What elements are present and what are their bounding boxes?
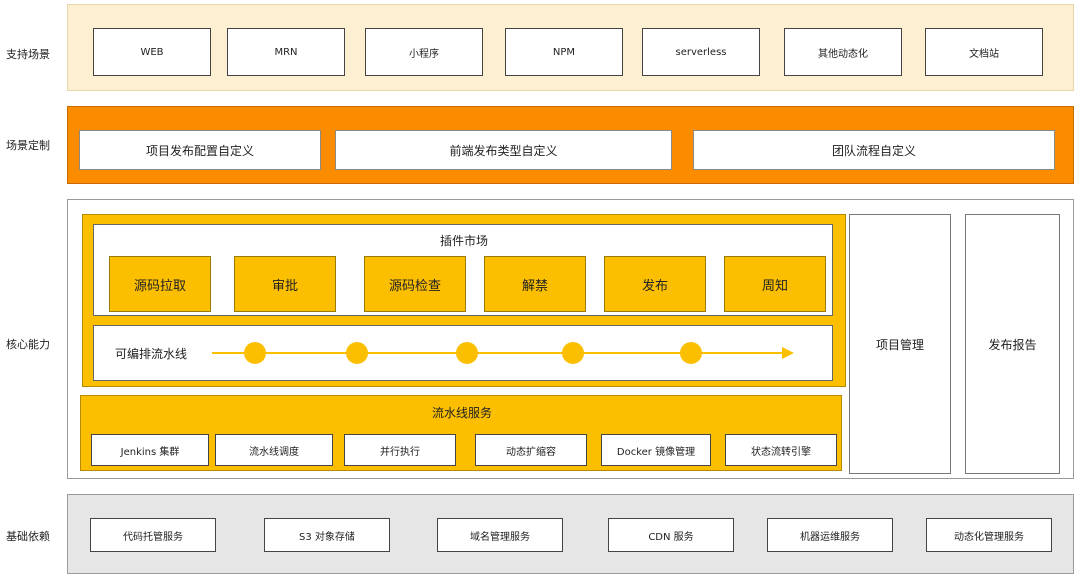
release-report: 发布报告 <box>965 214 1060 474</box>
pipeline-service: 流水线服务 Jenkins 集群 流水线调度 并行执行 动态扩缩容 Docker… <box>80 395 842 471</box>
plugin-approval: 审批 <box>234 256 336 312</box>
infra-s3-storage: S3 对象存储 <box>264 518 390 552</box>
row-label-scenarios: 支持场景 <box>6 48 50 61</box>
pipeline-service-title: 流水线服务 <box>431 406 492 420</box>
custom-project-release-config: 项目发布配置自定义 <box>79 130 321 170</box>
pipeline-arrow-line <box>212 352 782 354</box>
pipeline-node-5 <box>680 342 702 364</box>
row-label-customization: 场景定制 <box>6 139 50 152</box>
infra-code-hosting: 代码托管服务 <box>90 518 216 552</box>
plugin-market: 插件市场 源码拉取 审批 源码检查 解禁 发布 周知 <box>93 224 833 316</box>
scenario-serverless: serverless <box>642 28 760 76</box>
plugin-pipeline-group: 插件市场 源码拉取 审批 源码检查 解禁 发布 周知 可编排流水线 <box>82 214 846 387</box>
pipeline-node-4 <box>562 342 584 364</box>
scenario-other-dynamic: 其他动态化 <box>784 28 902 76</box>
scenario-docs-site: 文档站 <box>925 28 1043 76</box>
custom-team-process: 团队流程自定义 <box>693 130 1055 170</box>
service-state-engine: 状态流转引擎 <box>725 434 837 466</box>
service-pipeline-scheduling: 流水线调度 <box>215 434 333 466</box>
infra-cdn: CDN 服务 <box>608 518 734 552</box>
row-label-infrastructure: 基础依赖 <box>6 530 50 543</box>
pipeline-label: 可编排流水线 <box>115 347 188 361</box>
plugin-source-check: 源码检查 <box>364 256 466 312</box>
infra-domain-management: 域名管理服务 <box>437 518 563 552</box>
pipeline-node-3 <box>456 342 478 364</box>
pipeline-arrow-head <box>782 347 794 359</box>
plugin-unban: 解禁 <box>484 256 586 312</box>
service-jenkins-cluster: Jenkins 集群 <box>91 434 209 466</box>
row-label-core: 核心能力 <box>6 338 50 351</box>
infrastructure-panel: 代码托管服务 S3 对象存储 域名管理服务 CDN 服务 机器运维服务 动态化管… <box>67 494 1074 574</box>
custom-frontend-release-type: 前端发布类型自定义 <box>335 130 672 170</box>
plugin-source-pull: 源码拉取 <box>109 256 211 312</box>
customization-panel: 项目发布配置自定义 前端发布类型自定义 团队流程自定义 <box>67 106 1074 184</box>
plugin-market-title: 插件市场 <box>439 234 488 248</box>
orchestrable-pipeline: 可编排流水线 <box>93 325 833 381</box>
service-autoscaling: 动态扩缩容 <box>475 434 587 466</box>
scenario-mini-program: 小程序 <box>365 28 483 76</box>
service-parallel-execution: 并行执行 <box>344 434 456 466</box>
scenario-mrn: MRN <box>227 28 345 76</box>
infra-dynamic-management: 动态化管理服务 <box>926 518 1052 552</box>
core-panel: 插件市场 源码拉取 审批 源码检查 解禁 发布 周知 可编排流水线 流水线服务 … <box>67 199 1074 479</box>
project-management: 项目管理 <box>849 214 951 474</box>
plugin-publish: 发布 <box>604 256 706 312</box>
pipeline-node-1 <box>244 342 266 364</box>
service-docker-image-management: Docker 镜像管理 <box>601 434 711 466</box>
scenario-npm: NPM <box>505 28 623 76</box>
infra-machine-ops: 机器运维服务 <box>767 518 893 552</box>
plugin-notify: 周知 <box>724 256 826 312</box>
scenario-web: WEB <box>93 28 211 76</box>
scenarios-panel: WEB MRN 小程序 NPM serverless 其他动态化 文档站 <box>67 4 1074 91</box>
pipeline-node-2 <box>346 342 368 364</box>
